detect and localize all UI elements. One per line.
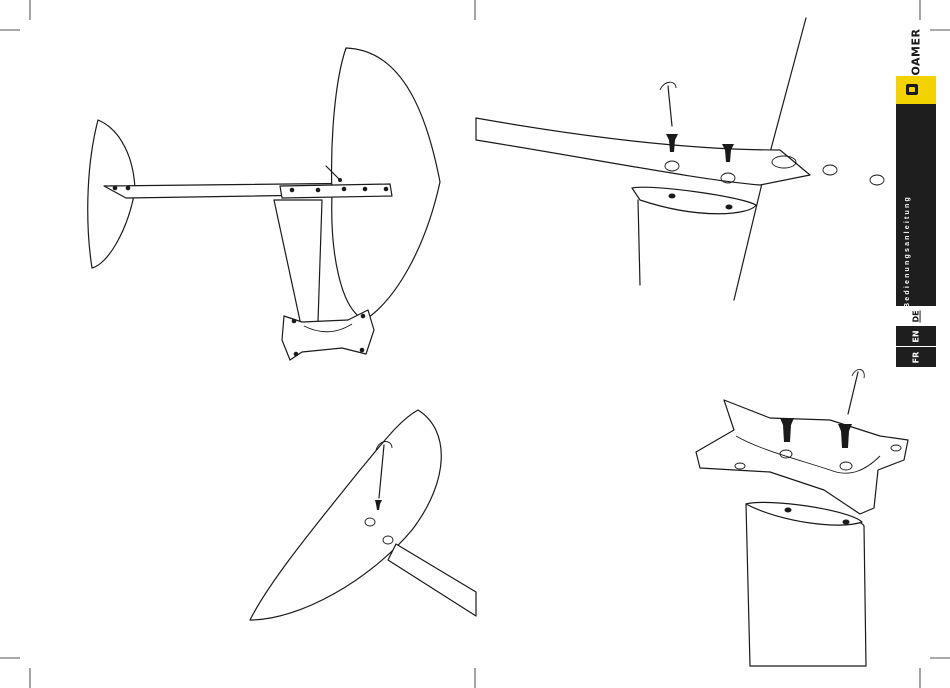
- lang-tab-de[interactable]: DE: [896, 306, 936, 326]
- lang-tab-en-label: EN: [911, 330, 920, 342]
- manual-title: Bedienungsanleitung: [882, 196, 932, 306]
- logo-icon: [906, 84, 918, 95]
- lang-tab-fr-label: FR: [912, 351, 921, 363]
- mast-baseplate-mount-icon: [696, 369, 908, 666]
- lang-tab-de-label: DE: [911, 310, 920, 322]
- front-wing-screw-detail-icon: [250, 410, 476, 620]
- fuselage-screw-detail-icon: [476, 18, 884, 300]
- brand-label: ROAMER: [896, 36, 936, 76]
- lang-tab-fr[interactable]: FR: [896, 347, 936, 367]
- hydrofoil-overview-icon: [88, 48, 440, 360]
- lang-tab-en[interactable]: EN: [896, 326, 936, 346]
- manual-title-text: Bedienungsanleitung: [904, 195, 911, 308]
